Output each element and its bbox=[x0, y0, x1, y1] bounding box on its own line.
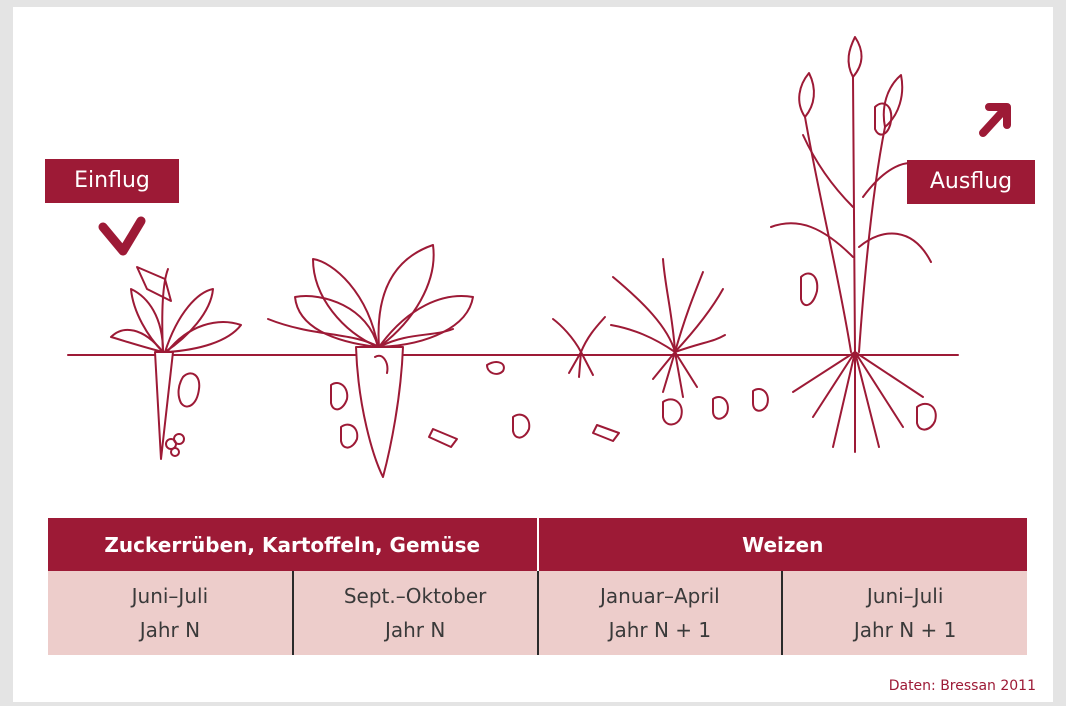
crop-header-row: Zuckerrüben, Kartoffeln, Gemüse Weizen bbox=[48, 518, 1027, 571]
mature-wheat-icon bbox=[771, 37, 936, 452]
wheat-seedling-icon bbox=[553, 317, 605, 377]
stage-table: Zuckerrüben, Kartoffeln, Gemüse Weizen J… bbox=[48, 518, 1027, 655]
arrow-up-right-icon bbox=[983, 107, 1007, 133]
lifecycle-illustration bbox=[13, 7, 1053, 507]
sugar-beet-young-icon bbox=[111, 269, 241, 459]
entry-label: Einflug bbox=[45, 159, 179, 203]
year-label: Jahr N + 1 bbox=[783, 613, 1027, 647]
young-wheat-icon bbox=[611, 259, 768, 425]
infographic-card: Einflug Ausflug Zuckerrüben, Kartoffeln,… bbox=[13, 7, 1053, 702]
egg-icon bbox=[487, 362, 504, 374]
period-label: Januar–April bbox=[539, 579, 782, 613]
period-label: Sept.–Oktober bbox=[294, 579, 537, 613]
exit-label: Ausflug bbox=[907, 160, 1035, 204]
larva-icon bbox=[513, 415, 529, 438]
arrow-down-right-icon bbox=[103, 221, 141, 251]
larva-icon bbox=[429, 429, 457, 447]
year-label: Jahr N bbox=[48, 613, 292, 647]
period-label: Juni–Juli bbox=[783, 579, 1027, 613]
period-label: Juni–Juli bbox=[48, 579, 292, 613]
larva-icon bbox=[593, 425, 619, 441]
year-label: Jahr N bbox=[294, 613, 537, 647]
year-label: Jahr N + 1 bbox=[539, 613, 782, 647]
source-note: Daten: Bressan 2011 bbox=[889, 678, 1036, 694]
crop-header: Zuckerrüben, Kartoffeln, Gemüse bbox=[48, 518, 538, 571]
crop-header: Weizen bbox=[538, 518, 1028, 571]
